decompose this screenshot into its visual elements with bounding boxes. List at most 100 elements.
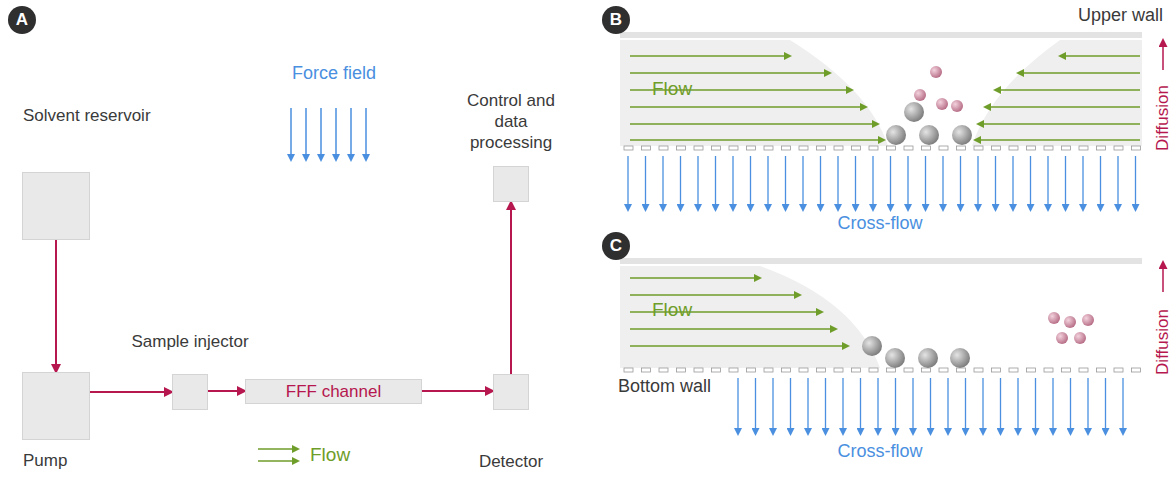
force-field-arrow — [350, 108, 352, 160]
force-field-arrow — [365, 108, 367, 160]
cross-flow-arrows — [628, 156, 1136, 210]
node-label: Solvent reservoir — [23, 105, 151, 126]
cross-flow-arrow — [890, 156, 891, 210]
membrane — [624, 146, 1141, 150]
cross-flow-arrow — [1087, 378, 1088, 434]
process-box: Solvent reservoir — [22, 172, 90, 240]
process-box: Detector — [493, 374, 529, 410]
cross-flow-arrow — [837, 156, 838, 210]
legend-arrow — [258, 460, 298, 462]
flow-label: Flow — [652, 78, 692, 100]
cross-flow-arrow — [977, 156, 978, 210]
cross-flow-arrow — [715, 156, 716, 210]
cross-flow-arrow — [907, 156, 908, 210]
flow-arrow — [630, 55, 790, 57]
flow-arrow — [985, 106, 1140, 108]
upper-wall — [620, 258, 1142, 264]
membrane-pore — [694, 146, 703, 150]
membrane-pore — [974, 146, 983, 150]
cross-flow-arrow — [820, 156, 821, 210]
flow-arrow — [630, 139, 884, 141]
cross-flow-arrow — [645, 156, 646, 210]
cross-flow-arrow — [785, 156, 786, 210]
cross-flow-arrow — [825, 378, 826, 434]
wall-label: Bottom wall — [618, 376, 711, 397]
legend-label: Flow — [310, 444, 350, 466]
membrane-pore — [729, 368, 738, 372]
membrane-pore — [642, 368, 651, 372]
force-field-arrows — [291, 108, 366, 160]
membrane-pore — [712, 368, 721, 372]
flow-arrow — [1018, 72, 1140, 74]
flow-arrow — [630, 328, 836, 330]
flow-label: Flow — [652, 299, 692, 321]
cross-flow-arrow — [1122, 378, 1123, 434]
diffusion-arrow — [1162, 262, 1164, 292]
node-label: Sample injector — [131, 331, 248, 352]
cross-flow-arrow — [1030, 156, 1031, 210]
particles — [886, 66, 972, 145]
cross-flow-arrow — [872, 156, 873, 210]
cross-flow-arrow — [662, 156, 663, 210]
membrane-pore — [1114, 146, 1123, 150]
cross-flow-arrow — [1117, 156, 1118, 210]
membrane-pore — [782, 146, 791, 150]
membrane-pore — [1044, 146, 1053, 150]
node-label: Detector — [479, 451, 543, 472]
cross-flow-arrow — [772, 378, 773, 434]
membrane-pore — [1079, 146, 1088, 150]
membrane-pore — [852, 368, 861, 372]
diffusion-arrow — [1162, 40, 1164, 70]
membrane-pore — [624, 146, 633, 150]
flow-arrow — [975, 139, 1140, 141]
cross-flow-arrow — [680, 156, 681, 210]
membrane-pore — [852, 146, 861, 150]
membrane-pore — [1097, 368, 1106, 372]
membrane-pore — [659, 146, 668, 150]
membrane-pore — [694, 368, 703, 372]
membrane-pore — [764, 146, 773, 150]
membrane-pore — [1009, 368, 1018, 372]
cross-flow-arrow — [1070, 378, 1071, 434]
membrane-pore — [922, 368, 931, 372]
cross-flow-arrow — [767, 156, 768, 210]
membrane-pore — [782, 368, 791, 372]
cross-flow-arrow — [930, 378, 931, 434]
flow-profile — [620, 40, 888, 146]
cross-flow-arrow — [895, 378, 896, 434]
membrane-pore — [887, 368, 896, 372]
panel-letter: C — [602, 232, 630, 260]
cross-flow-arrow — [1082, 156, 1083, 210]
diffusion-label: Diffusion — [1153, 309, 1173, 375]
membrane-pore — [712, 146, 721, 150]
membrane-pore — [887, 146, 896, 150]
cross-flow-arrow — [627, 156, 628, 210]
node-label: Pump — [23, 450, 67, 471]
cross-flow-label: Cross-flow — [837, 441, 922, 462]
membrane-pore — [1062, 368, 1071, 372]
membrane-pore — [1027, 146, 1036, 150]
cross-flow-arrow — [942, 156, 943, 210]
cross-flow-arrow — [1105, 378, 1106, 434]
membrane-pore — [992, 146, 1001, 150]
flow-connector — [208, 390, 245, 392]
cross-flow-arrow — [855, 156, 856, 210]
flow-arrows — [630, 278, 848, 346]
flow-connector — [55, 240, 57, 372]
membrane-pore — [939, 368, 948, 372]
cross-flow-arrows — [738, 378, 1123, 434]
flow-connector — [422, 390, 493, 392]
node-label: FFF channel — [286, 381, 381, 402]
membrane-pore — [1062, 146, 1071, 150]
membrane — [624, 368, 1141, 372]
cross-flow-arrow — [1100, 156, 1101, 210]
membrane-pore — [799, 368, 808, 372]
flow-arrow — [978, 123, 1140, 125]
cross-flow-arrow — [925, 156, 926, 210]
membrane-pore — [869, 368, 878, 372]
membrane-pore — [834, 146, 843, 150]
flow-profile — [972, 40, 1142, 146]
flow-arrows — [630, 56, 1140, 140]
flow-profile — [620, 266, 880, 368]
node-label: Control and data processing — [463, 90, 559, 153]
